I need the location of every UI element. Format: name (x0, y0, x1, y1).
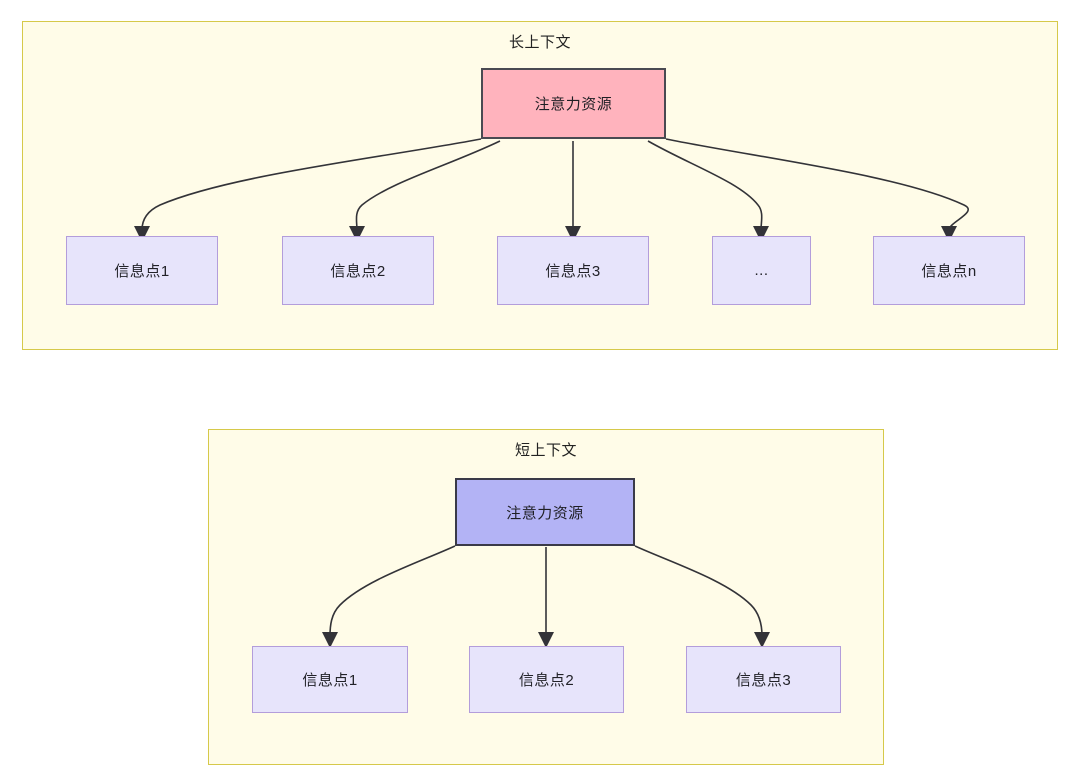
node-attention-resource-short[interactable]: 注意力资源 (455, 478, 635, 546)
node-info-point-2-long[interactable]: 信息点2 (282, 236, 434, 305)
node-info-point-2-short[interactable]: 信息点2 (469, 646, 624, 713)
panel-long-context-title: 长上下文 (508, 34, 571, 51)
node-label: 信息点3 (735, 672, 792, 689)
node-label: 信息点n (921, 263, 977, 280)
node-attention-resource-long[interactable]: 注意力资源 (481, 68, 666, 139)
node-label: 信息点1 (114, 263, 170, 280)
node-label: 注意力资源 (534, 96, 613, 113)
node-info-point-1-long[interactable]: 信息点1 (66, 236, 218, 305)
node-info-point-ellipsis-long[interactable]: ... (712, 236, 811, 305)
node-label: 信息点2 (518, 672, 575, 689)
node-info-point-1-short[interactable]: 信息点1 (252, 646, 408, 713)
node-label: 信息点3 (545, 263, 601, 280)
node-label: ... (754, 262, 769, 279)
panel-short-context-title: 短上下文 (514, 442, 577, 459)
node-info-point-n-long[interactable]: 信息点n (873, 236, 1025, 305)
node-info-point-3-short[interactable]: 信息点3 (686, 646, 841, 713)
node-label: 信息点2 (330, 263, 386, 280)
node-label: 信息点1 (302, 672, 358, 689)
node-info-point-3-long[interactable]: 信息点3 (497, 236, 649, 305)
node-label: 注意力资源 (506, 504, 584, 522)
